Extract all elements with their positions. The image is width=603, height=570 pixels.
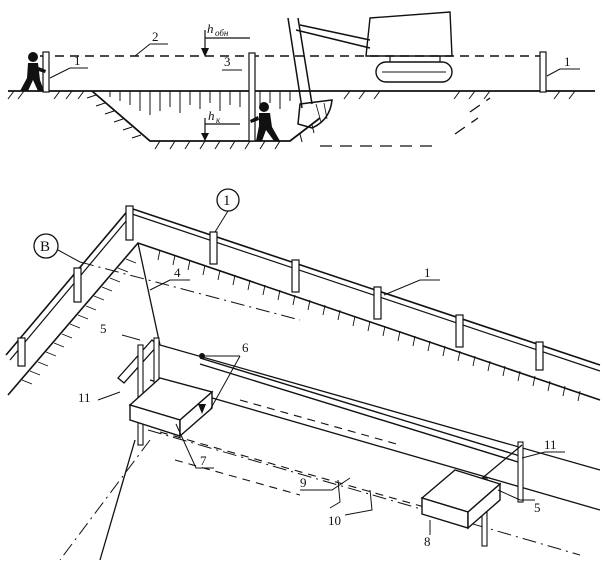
section-leaders — [49, 43, 580, 79]
railing-posts — [17, 205, 544, 371]
label-h-bottom: h — [208, 108, 215, 123]
perspective-view: 1 B 1 4 5 6 11 7 9 10 11 5 8 — [5, 188, 601, 561]
slope-hatching — [21, 249, 581, 402]
label-1-left: 1 — [74, 53, 81, 68]
label-10: 10 — [328, 513, 341, 528]
label-8: 8 — [424, 534, 431, 549]
h-level-arrowhead — [201, 48, 209, 57]
label-7: 7 — [200, 453, 207, 468]
label-6: 6 — [242, 340, 249, 355]
label-3: 3 — [224, 54, 231, 69]
label-4: 4 — [174, 265, 181, 280]
axis-label-B: B — [40, 239, 50, 255]
ground-hatching — [7, 90, 576, 150]
perspective-leaders — [97, 279, 565, 535]
rod-right — [539, 51, 547, 93]
label-1-right: 1 — [564, 54, 571, 69]
rod-center — [248, 52, 256, 142]
future-trench-dashed — [320, 97, 491, 147]
h-bottom-arrowhead — [201, 133, 209, 141]
label-h-level: h — [207, 21, 214, 36]
label-11-right: 11 — [544, 437, 557, 452]
section-view: 1 2 3 1 h обн h к — [7, 11, 595, 150]
label-h-bottom-sub: к — [216, 115, 221, 125]
axis-label-1: 1 — [223, 193, 231, 209]
worker-left-icon — [20, 52, 46, 91]
label-5-left: 5 — [100, 321, 107, 336]
label-h-level-sub: обн — [215, 28, 229, 38]
label-5-right: 5 — [534, 500, 541, 515]
worker-trench-icon — [250, 102, 280, 141]
axis-marker-B — [33, 233, 59, 259]
label-1: 1 — [424, 265, 431, 280]
label-9: 9 — [300, 475, 307, 490]
excavator-icon — [287, 11, 453, 129]
label-11-left: 11 — [78, 390, 91, 405]
label-2: 2 — [152, 29, 159, 44]
